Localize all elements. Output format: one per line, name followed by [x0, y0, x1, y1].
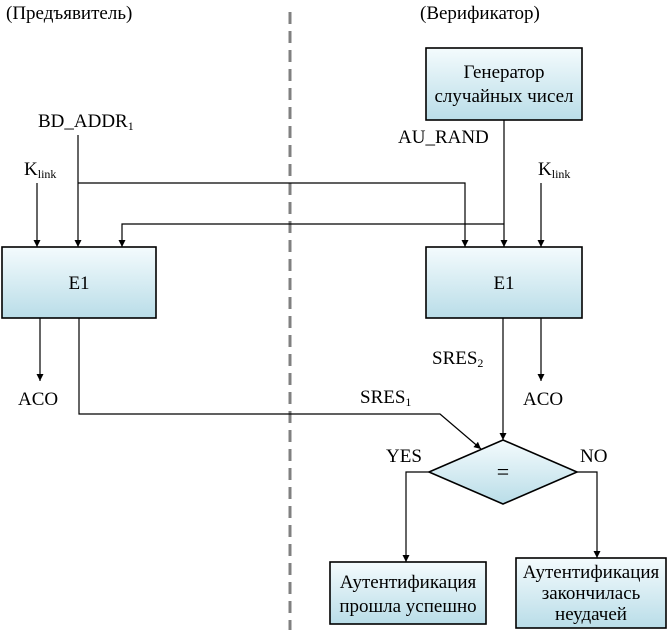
au-rand-to-e1-left-arrow — [118, 223, 504, 247]
comparison-diamond: = — [426, 439, 580, 505]
aco-left-label: ACO — [18, 389, 58, 410]
e1-right-label: E1 — [493, 273, 514, 294]
success-label-line-1: Аутентификация — [340, 572, 477, 593]
success-box: Аутентификация прошла успешно — [329, 561, 487, 625]
failure-label-line-2: закончилась — [542, 583, 641, 604]
au-rand-label: AU_RAND — [398, 127, 489, 148]
e1-left-label: E1 — [68, 273, 89, 294]
e1-right-box: E1 — [425, 246, 583, 319]
comparison-symbol: = — [497, 459, 509, 484]
failure-box: Аутентификация закончилась неудачей — [515, 557, 667, 629]
yes-label: YES — [386, 446, 422, 467]
no-branch-arrow — [577, 471, 601, 558]
e1-left-box: E1 — [1, 246, 157, 319]
failure-label-line-1: Аутентификация — [523, 562, 660, 583]
generator-label-line-1: Генератор — [463, 62, 544, 83]
no-label: NO — [580, 446, 607, 467]
sres1-to-diamond-arrow — [78, 318, 482, 450]
sres2-label: SRES2 — [432, 348, 483, 370]
bd-addr-label: BD_ADDR1 — [38, 111, 134, 133]
yes-branch-arrow — [402, 471, 429, 562]
aco-right-label: ACO — [523, 389, 563, 410]
k-link-right-label: Klink — [538, 159, 570, 181]
generator-box: Генератор случайных чисел — [425, 47, 583, 121]
verifier-header: (Верификатор) — [420, 3, 540, 24]
sres1-label: SRES1 — [360, 387, 411, 409]
failure-label-line-3: неудачей — [555, 604, 627, 625]
generator-label-line-2: случайных чисел — [434, 86, 574, 107]
prover-header: (Предъявитель) — [6, 3, 132, 24]
k-link-left-label: Klink — [24, 159, 56, 181]
bd-addr-to-e1-right-arrow — [78, 182, 469, 247]
success-label-line-2: прошла успешно — [339, 596, 476, 617]
